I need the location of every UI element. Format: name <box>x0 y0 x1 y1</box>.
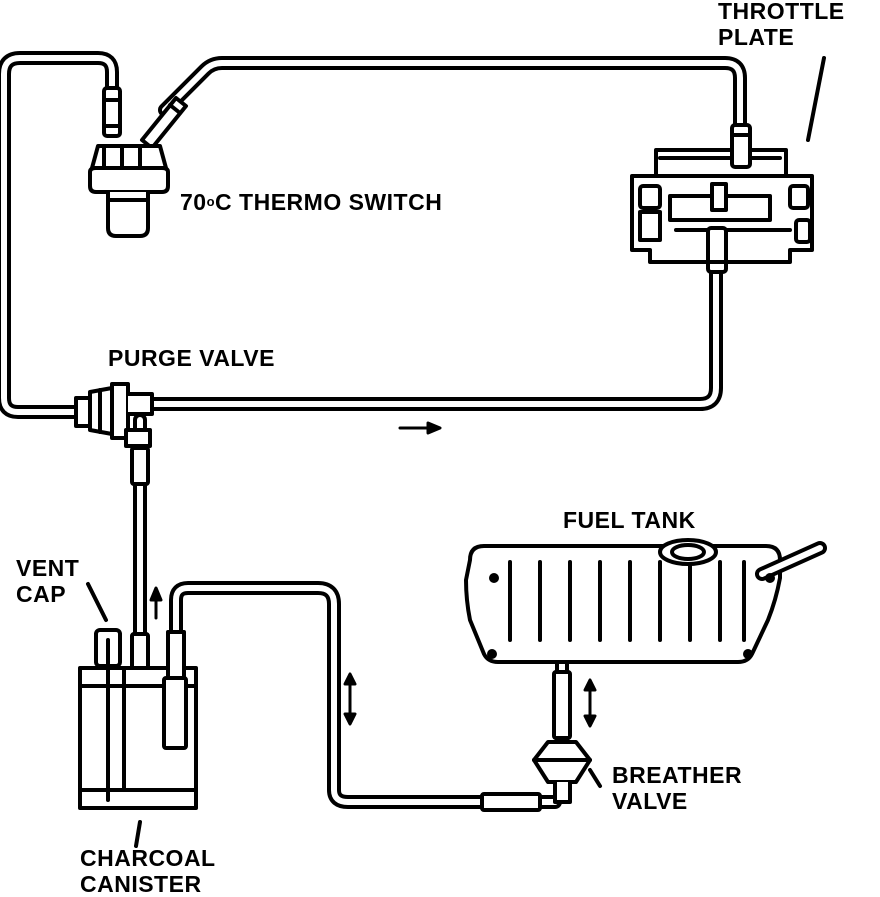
thermo-switch <box>88 86 188 238</box>
breather-valve <box>480 670 592 812</box>
fuel-tank <box>464 538 827 664</box>
purge-valve-label: PURGE VALVE <box>108 345 275 371</box>
hose-thermo-to-throttle <box>158 56 747 137</box>
vent-cap-label: VENT CAP <box>16 555 80 607</box>
thermo-switch-label: 70oC THERMO SWITCH <box>180 189 443 215</box>
leader-lines <box>86 56 826 848</box>
throttle-body <box>630 123 814 274</box>
throttle-plate-label: THROTTLE PLATE <box>718 0 845 50</box>
hose-purge-to-throttle <box>143 265 723 411</box>
fuel-tank-label: FUEL TANK <box>563 507 696 533</box>
hose-thermo-to-purge <box>0 51 119 419</box>
charcoal-canister-label: CHARCOAL CANISTER <box>80 845 216 897</box>
purge-canister-connector <box>130 446 150 486</box>
purge-valve <box>74 382 154 448</box>
charcoal-canister <box>78 628 198 810</box>
hose-canister-to-breather <box>169 581 562 809</box>
breather-valve-label: BREATHER VALVE <box>612 762 743 814</box>
flow-arrows <box>149 421 597 728</box>
